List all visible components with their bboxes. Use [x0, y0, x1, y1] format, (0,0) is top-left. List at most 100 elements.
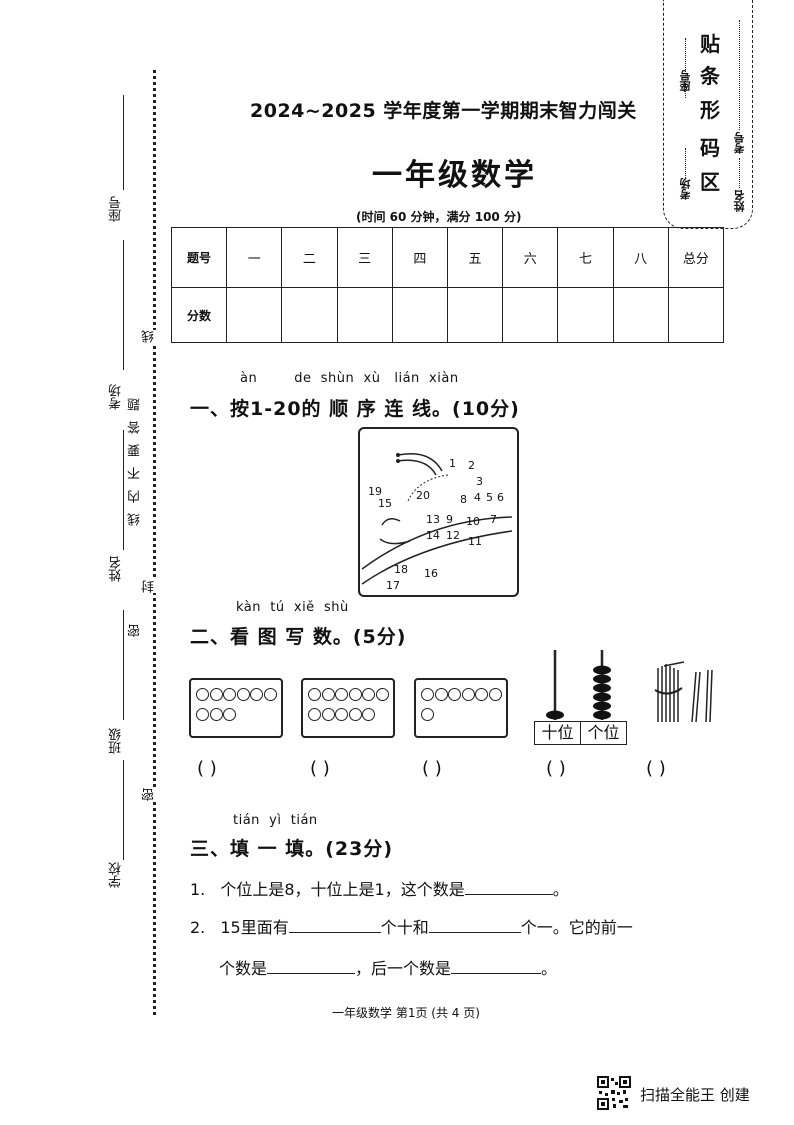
dot-number: 15	[378, 497, 392, 510]
score-entry-cell[interactable]	[281, 287, 338, 343]
dot-number: 9	[446, 513, 453, 526]
score-entry-cell[interactable]	[391, 287, 448, 343]
dot-number: 20	[416, 489, 430, 502]
exam-title: 2024~2025 学年度第一学期期末智力闯关	[250, 100, 637, 122]
dot-number: 4	[474, 491, 481, 504]
exam-no-blank-line	[739, 20, 740, 130]
counting-circle	[475, 688, 488, 701]
seat-blank-line	[685, 38, 686, 98]
barcode-name-label: 姓名	[733, 190, 746, 212]
score-table-cell: 题号	[170, 226, 228, 289]
counting-circle	[488, 688, 502, 701]
abacus-bead	[593, 692, 611, 702]
score-entry-cell[interactable]	[226, 287, 283, 343]
section3-title: 三、填 一 填。(23分)	[190, 838, 394, 860]
answer-parentheses[interactable]: ( )	[546, 758, 566, 779]
seal-char: 线	[142, 330, 157, 343]
counting-card	[189, 678, 283, 738]
answer-parentheses[interactable]: ( )	[422, 758, 442, 779]
page-footer: 一年级数学 第1页 (共 4 页)	[332, 1006, 480, 1020]
dot-number: 16	[424, 567, 438, 580]
barcode-char: 贴	[700, 32, 720, 56]
counting-circle	[461, 688, 475, 701]
dot-number: 6	[497, 491, 504, 504]
score-entry-cell[interactable]	[612, 287, 669, 343]
counting-circle	[348, 688, 362, 701]
seal-char: 密	[142, 788, 157, 801]
abacus-bead	[593, 683, 611, 693]
barcode-char: 区	[700, 170, 720, 194]
name-line	[123, 430, 124, 550]
counting-circle	[448, 688, 461, 701]
question-text: 15里面有	[220, 918, 289, 937]
answer-blank[interactable]	[267, 959, 356, 974]
counting-circle	[434, 688, 448, 701]
score-entry-cell[interactable]	[502, 287, 559, 343]
seal-char: 内	[128, 490, 143, 503]
answer-blank[interactable]	[451, 959, 542, 974]
question-text: 个数是	[219, 959, 268, 978]
answer-blank[interactable]	[464, 880, 553, 895]
section1-pinyin: àn de shùn xù lián xiàn	[240, 371, 459, 386]
score-table-cell: 二	[281, 226, 338, 289]
question-text: 个位上是8，十位上是1，这个数是	[220, 880, 465, 899]
counting-circle	[223, 688, 236, 701]
dot-number: 7	[490, 513, 497, 526]
question-text: ，后一个数是	[355, 959, 452, 978]
answer-parentheses[interactable]: ( )	[310, 758, 330, 779]
score-entry-cell[interactable]	[446, 287, 504, 343]
counting-circle	[421, 688, 434, 701]
score-entry-cell[interactable]	[557, 287, 614, 343]
dot-number: 1	[449, 457, 456, 470]
answer-parentheses[interactable]: ( )	[646, 758, 666, 779]
score-table-cell: 一	[226, 226, 283, 289]
score-entry-cell[interactable]	[667, 287, 725, 343]
score-table: 题号 一 二 三 四 五 六 七 八 总分 分数	[170, 226, 725, 343]
seal-char: 题	[128, 398, 143, 411]
dot-number: 5	[486, 491, 493, 504]
abacus-bead	[593, 701, 611, 711]
section1-title: 一、按1-20的 顺 序 连 线。(10分)	[190, 398, 520, 420]
tens-place-label: 十位	[534, 721, 581, 745]
question-1: 1. 个位上是8，十位上是1，这个数是。	[190, 876, 569, 900]
barcode-exam-no-label: 考号	[733, 132, 746, 154]
abacus-bead	[593, 674, 611, 684]
exam-info: (时间 60 分钟，满分 100 分)	[356, 210, 522, 224]
question-punct: 。	[552, 880, 569, 899]
dot-number: 10	[466, 515, 480, 528]
counting-circle	[335, 688, 348, 701]
score-table-cell: 六	[502, 226, 559, 289]
score-entry-cell[interactable]	[336, 287, 393, 343]
counting-circle	[196, 688, 209, 701]
dot-number: 8	[460, 493, 467, 506]
score-table-cell: 五	[446, 226, 504, 289]
score-table-cell: 八	[612, 226, 669, 289]
barcode-room-label: 考场	[679, 178, 692, 200]
answer-blank[interactable]	[428, 918, 521, 933]
dot-number: 13	[426, 513, 440, 526]
school-line	[123, 760, 124, 860]
seal-char: 密	[128, 624, 143, 637]
score-table-cell: 总分	[667, 226, 725, 289]
question-punct: 。	[541, 959, 558, 978]
seal-chars-column: 题 答 要 不 内 线	[128, 398, 143, 536]
score-table-header-row: 题号 一 二 三 四 五 六 七 八 总分	[170, 226, 725, 289]
score-table-cell: 四	[391, 226, 448, 289]
seat-no-label: 座号	[109, 196, 124, 222]
barcode-char: 形	[700, 98, 720, 122]
counting-card	[414, 678, 508, 738]
counting-circle	[196, 708, 209, 721]
abacus-bead	[593, 710, 611, 720]
dot-number: 3	[476, 475, 483, 488]
dot-number: 2	[468, 459, 475, 472]
section3-pinyin: tián yì tián	[233, 813, 318, 828]
seal-char: 答	[128, 421, 143, 434]
answer-blank[interactable]	[288, 918, 381, 933]
seal-char: 线	[128, 513, 143, 526]
barcode-seat-label: 座号	[679, 70, 692, 92]
question-2: 2. 15里面有个十和个一。它的前一	[190, 914, 633, 938]
section2-title: 二、看 图 写 数。(5分)	[190, 626, 407, 648]
answer-parentheses[interactable]: ( )	[197, 758, 217, 779]
qr-code-icon	[597, 1076, 631, 1110]
seat-no-line	[123, 95, 124, 190]
